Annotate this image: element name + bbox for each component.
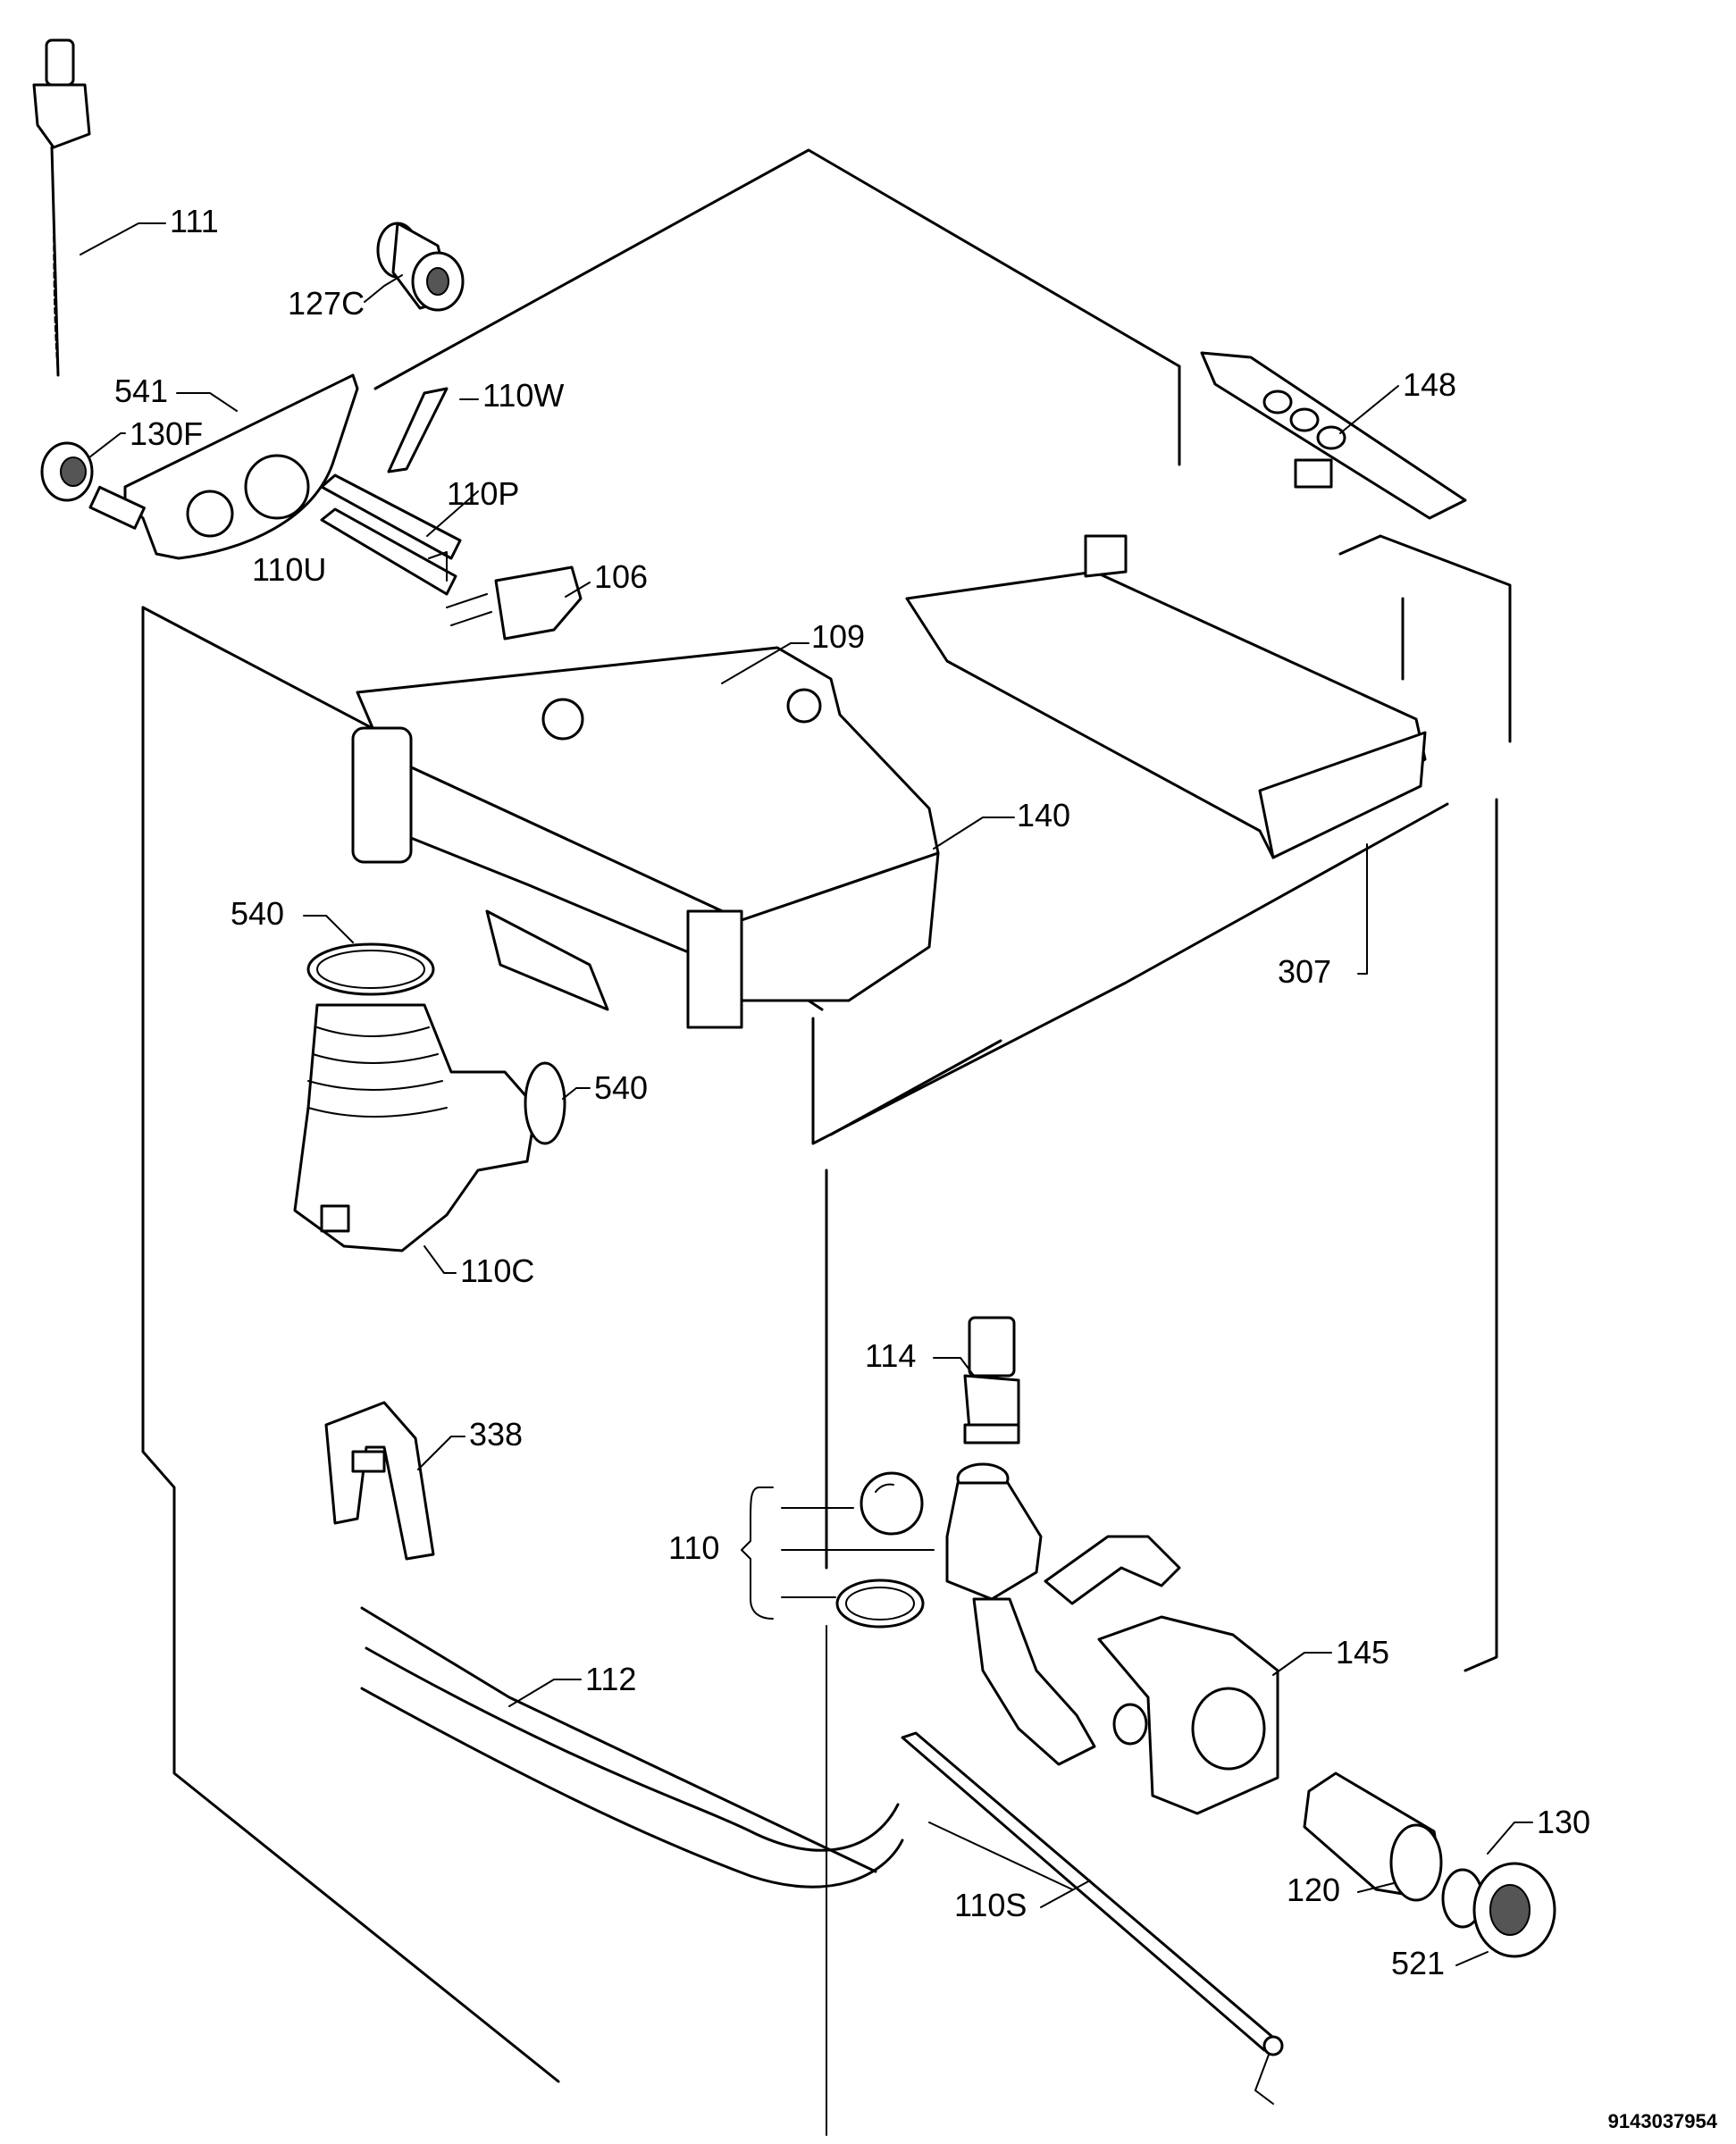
document-number: 9143037954 bbox=[1608, 2110, 1718, 2132]
label-148: 148 bbox=[1403, 366, 1456, 403]
part-521-cap bbox=[1472, 1862, 1556, 1958]
label-145: 145 bbox=[1336, 1634, 1389, 1671]
label-540-top: 540 bbox=[231, 895, 284, 932]
label-127c: 127C bbox=[288, 285, 365, 322]
part-540-clamp-top bbox=[306, 942, 435, 996]
label-111: 111 bbox=[170, 203, 219, 239]
label-540-side: 540 bbox=[594, 1069, 648, 1106]
part-110s-drain-rod bbox=[901, 1731, 1284, 2105]
part-110-ball bbox=[860, 1471, 924, 1536]
label-130f: 130F bbox=[130, 415, 203, 452]
part-338-clip bbox=[324, 1401, 435, 1561]
part-127c-valve bbox=[376, 222, 465, 312]
part-110c-bellows bbox=[293, 1003, 538, 1252]
label-541: 541 bbox=[114, 373, 168, 409]
part-110w-hose bbox=[387, 387, 449, 473]
part-110-sump-hose bbox=[945, 1462, 1181, 1766]
label-110p: 110P bbox=[447, 475, 519, 512]
part-114-pressure-switch bbox=[963, 1316, 1020, 1445]
label-338: 338 bbox=[469, 1416, 523, 1453]
label-130: 130 bbox=[1537, 1804, 1590, 1840]
part-110u-hose bbox=[320, 507, 457, 596]
leader-lines bbox=[80, 222, 1533, 1966]
part-labels: 111 127C 541 130F 110W 110P 110U 106 109… bbox=[114, 203, 1590, 1981]
label-110u: 110U bbox=[252, 551, 326, 588]
label-106: 106 bbox=[594, 558, 648, 595]
label-110c: 110C bbox=[460, 1252, 534, 1289]
part-148-handle bbox=[1200, 351, 1467, 520]
label-110s: 110S bbox=[954, 1887, 1027, 1923]
label-110w: 110W bbox=[482, 377, 564, 414]
part-120-filter bbox=[1303, 1771, 1443, 1902]
part-111-inlet-hose bbox=[32, 38, 91, 377]
label-109: 109 bbox=[811, 618, 865, 655]
part-110-ring bbox=[835, 1579, 925, 1629]
label-140: 140 bbox=[1017, 797, 1070, 833]
label-521: 521 bbox=[1391, 1945, 1445, 1981]
label-307: 307 bbox=[1278, 953, 1331, 990]
part-145-pump-housing bbox=[1097, 1615, 1279, 1815]
part-130f-nut bbox=[40, 441, 94, 502]
part-541-control-panel bbox=[88, 373, 359, 560]
part-110p-hose bbox=[320, 473, 462, 560]
part-540-clamp-side bbox=[524, 1061, 566, 1145]
part-109-dispenser-lid bbox=[356, 646, 940, 922]
cabinet-outline bbox=[141, 148, 1512, 2136]
label-120: 120 bbox=[1287, 1872, 1340, 1908]
label-112: 112 bbox=[585, 1661, 636, 1697]
label-110: 110 bbox=[668, 1529, 719, 1566]
label-114: 114 bbox=[865, 1337, 916, 1374]
part-140-dispenser-housing bbox=[351, 726, 940, 1029]
part-307-detergent-drawer bbox=[905, 534, 1427, 859]
part-106-connector bbox=[446, 565, 583, 641]
